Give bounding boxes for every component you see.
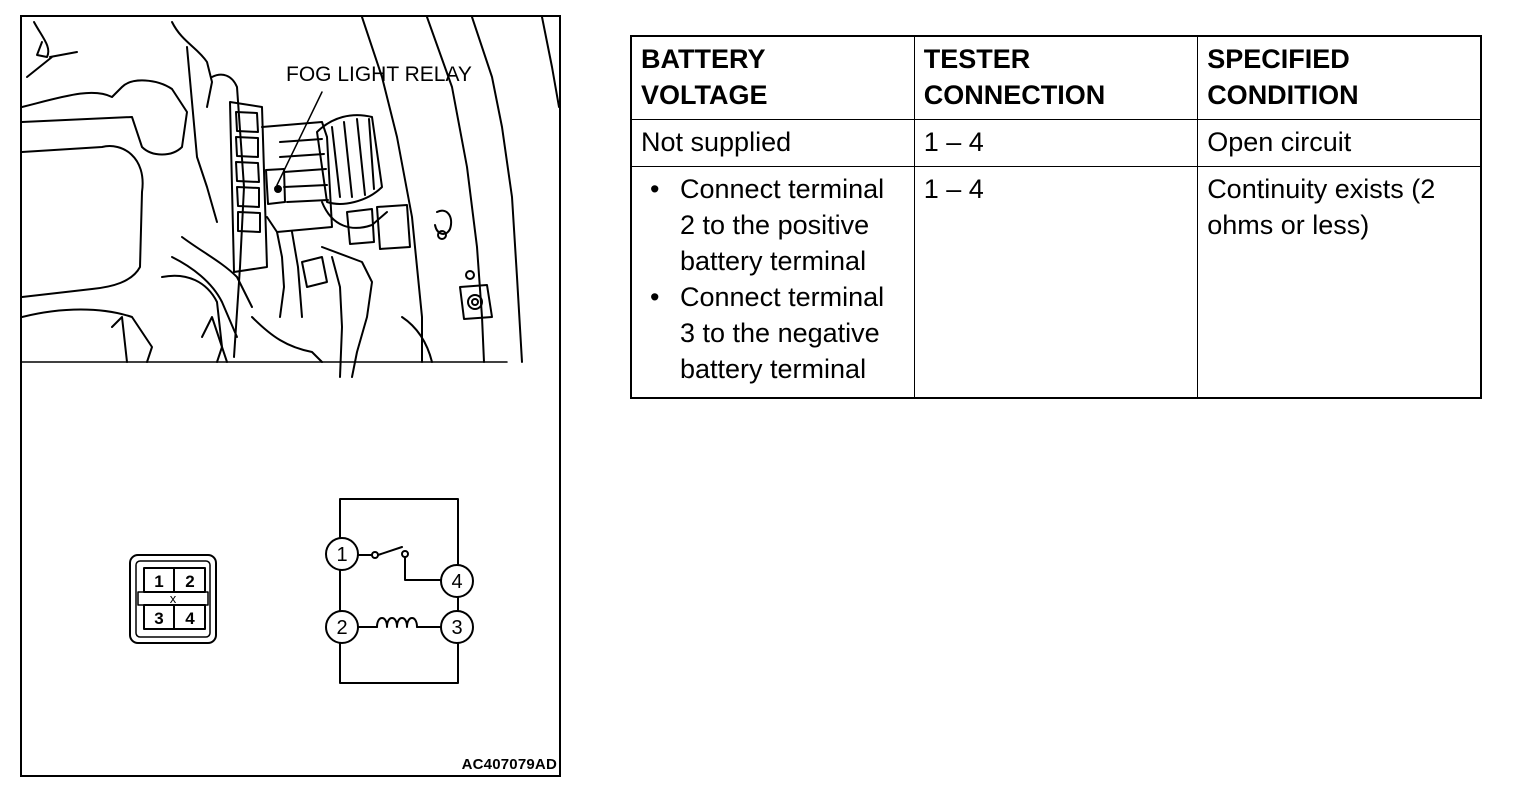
header-line: CONDITION	[1207, 80, 1359, 110]
battery-condition-list: Connect terminal 2 to the positive batte…	[641, 171, 906, 387]
relay-check-table: BATTERY VOLTAGE TESTER CONNECTION SPECIF…	[630, 35, 1482, 399]
schematic-terminal-1: 1	[336, 544, 347, 566]
header-tester-connection: TESTER CONNECTION	[913, 35, 1199, 120]
tester-connection-cell: 1 – 4	[913, 119, 1199, 167]
header-battery-voltage: BATTERY VOLTAGE	[630, 35, 915, 120]
engine-bay-drawing	[22, 17, 559, 378]
header-specified-condition: SPECIFIED CONDITION	[1197, 35, 1482, 120]
header-line: BATTERY	[641, 44, 766, 74]
callout-leader-line	[276, 91, 323, 186]
list-item: Connect terminal 2 to the positive batte…	[641, 171, 906, 279]
list-item: Connect terminal 3 to the negative batte…	[641, 279, 906, 387]
engine-bay-illustration: FOG LIGHT RELAY 1 2 x 3 4 1 4 2 3	[22, 17, 559, 684]
table-row: Connect terminal 2 to the positive batte…	[630, 166, 1482, 399]
table-header-row: BATTERY VOLTAGE TESTER CONNECTION SPECIF…	[630, 35, 1482, 120]
battery-voltage-cell: Connect terminal 2 to the positive batte…	[630, 166, 915, 399]
schematic-terminal-2: 2	[336, 617, 347, 639]
header-line: TESTER	[923, 44, 1031, 74]
tester-connection-cell: 1 – 4	[913, 166, 1199, 399]
connector-pin-3: 3	[154, 609, 163, 628]
header-line: CONNECTION	[923, 80, 1106, 110]
relay-figure: FOG LIGHT RELAY 1 2 x 3 4 1 4 2 3 AC4070…	[20, 15, 561, 777]
schematic-terminal-3: 3	[451, 617, 462, 639]
specified-condition-cell: Open circuit	[1197, 119, 1482, 167]
connector-pin-1: 1	[154, 572, 163, 591]
battery-voltage-cell: Not supplied	[630, 119, 915, 167]
fog-light-relay-callout: FOG LIGHT RELAY	[286, 63, 472, 86]
connector-pin-2: 2	[185, 572, 194, 591]
relay-schematic	[325, 498, 474, 684]
schematic-terminal-4: 4	[451, 571, 462, 593]
header-line: SPECIFIED	[1207, 44, 1350, 74]
specified-condition-cell: Continuity exists (2 ohms or less)	[1197, 166, 1482, 399]
figure-code: AC407079AD	[461, 756, 557, 773]
connector-pin-4: 4	[185, 609, 195, 628]
header-line: VOLTAGE	[641, 80, 768, 110]
table-row: Not supplied 1 – 4 Open circuit	[630, 119, 1482, 167]
connector-face-diagram	[129, 554, 217, 644]
connector-center-mark: x	[170, 591, 177, 606]
